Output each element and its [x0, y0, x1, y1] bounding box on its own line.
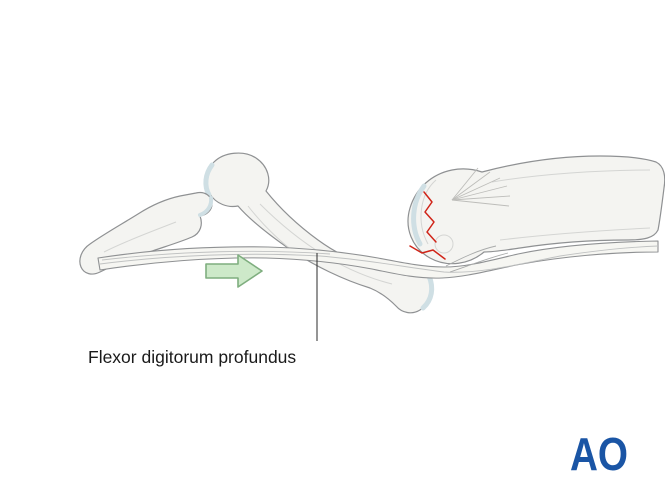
condyle-outline — [434, 234, 454, 254]
middle-phalanx — [203, 152, 435, 314]
ligament-fan — [451, 167, 511, 207]
ao-logo: AO — [570, 428, 628, 480]
direction-arrow-icon — [205, 254, 263, 288]
cartilage-head — [411, 183, 427, 247]
annotation-label: Flexor digitorum profundus — [88, 347, 296, 367]
cartilage-base-middle — [420, 273, 435, 311]
fracture-lines — [409, 191, 446, 260]
cartilage-distal — [198, 196, 214, 217]
distal-phalanx — [79, 191, 214, 275]
proximal-phalanx — [407, 155, 665, 265]
fdp-tendon — [97, 240, 659, 279]
cartilage-head-middle — [203, 162, 215, 198]
